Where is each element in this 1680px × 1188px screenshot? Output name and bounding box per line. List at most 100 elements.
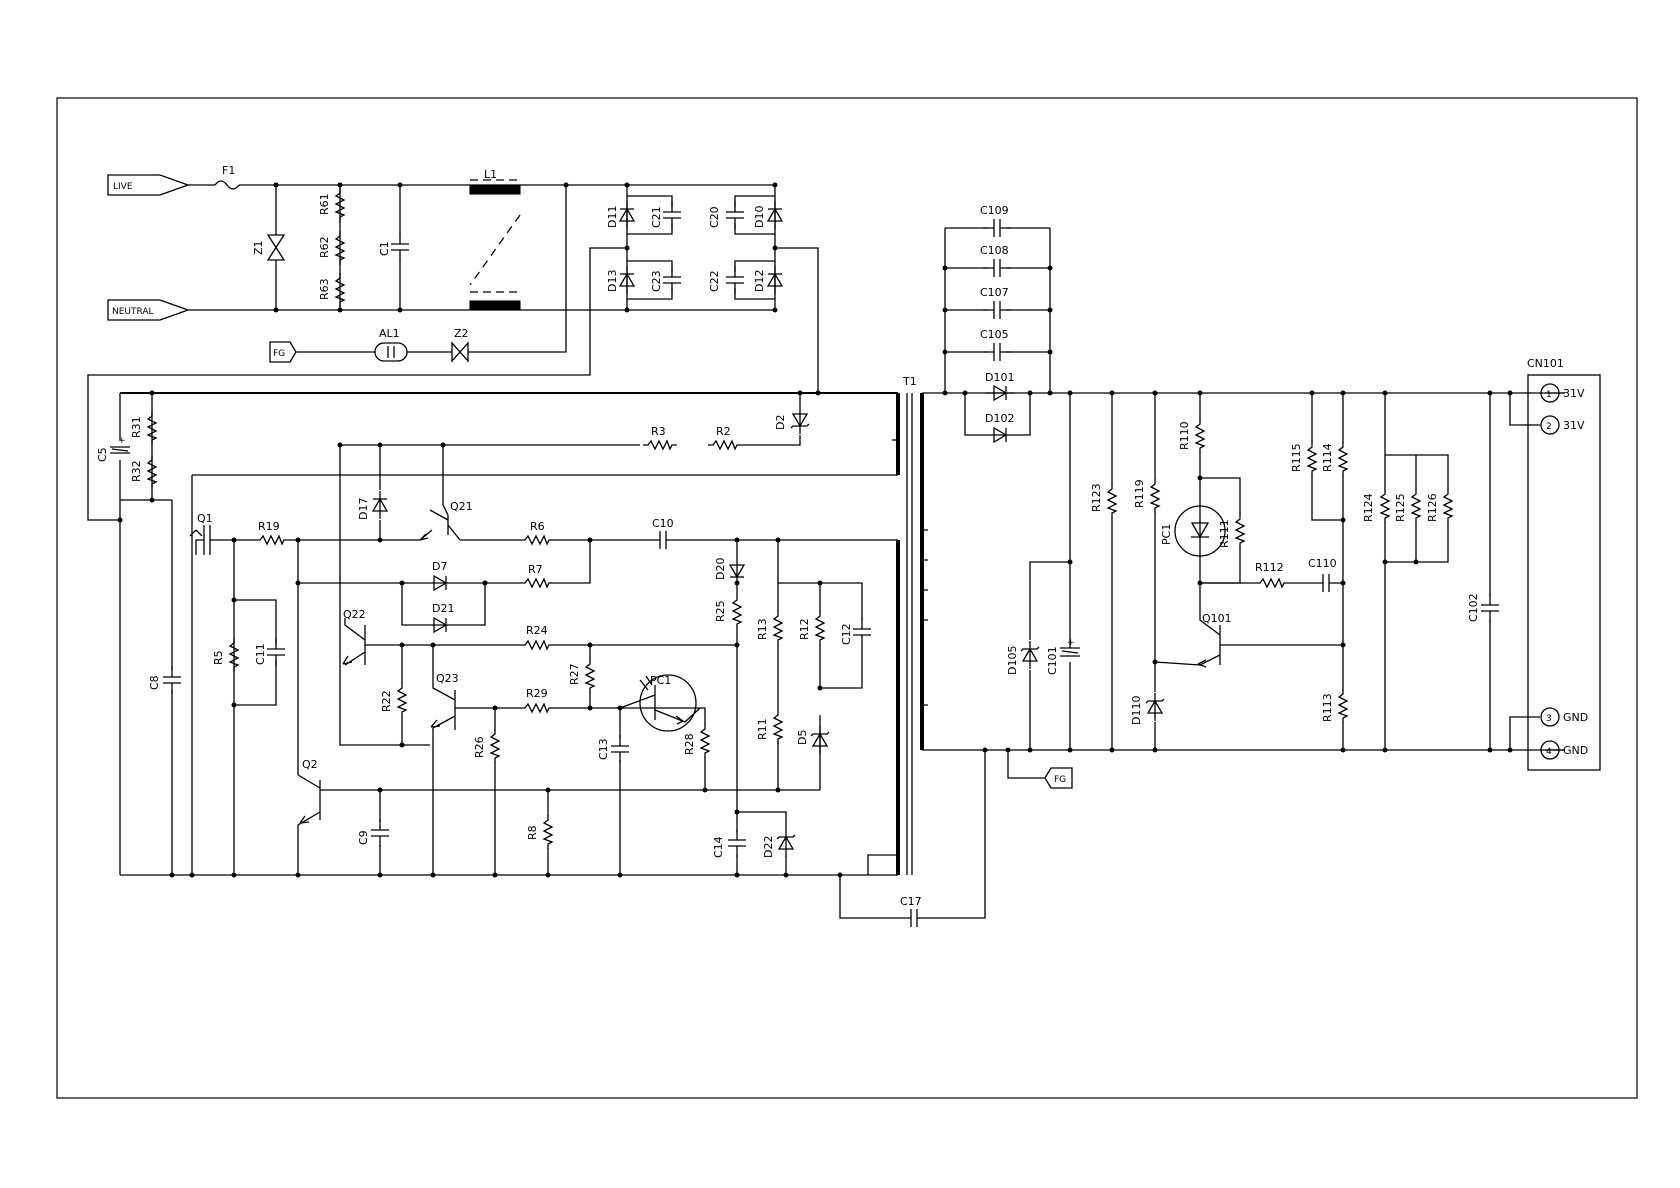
resistor-R12 (815, 610, 825, 646)
transistor-Q2 (297, 774, 820, 875)
svg-text:Q101: Q101 (1202, 612, 1232, 625)
drawing-frame (56, 97, 1638, 1099)
svg-text:D110: D110 (1130, 696, 1143, 725)
svg-text:R62: R62 (318, 236, 331, 258)
svg-text:R6: R6 (530, 520, 545, 533)
diode-D10 (767, 200, 783, 230)
resistor-R115 (1307, 441, 1317, 477)
mosfet-Q1 (189, 525, 234, 555)
svg-text:GND: GND (1563, 744, 1588, 757)
svg-text:R25: R25 (714, 600, 727, 622)
svg-text:R110: R110 (1178, 421, 1191, 450)
svg-text:D5: D5 (796, 730, 809, 745)
svg-text:T1: T1 (902, 375, 917, 388)
live-label: LIVE (113, 182, 133, 192)
svg-text:R29: R29 (526, 687, 548, 700)
svg-text:C102: C102 (1467, 593, 1480, 622)
svg-text:R123: R123 (1090, 483, 1103, 512)
svg-text:R27: R27 (568, 663, 581, 685)
transformer-T1: T1 (892, 375, 928, 875)
svg-text:C14: C14 (712, 836, 725, 858)
svg-text:D21: D21 (432, 602, 454, 615)
svg-text:Z1: Z1 (252, 240, 265, 255)
svg-text:C17: C17 (900, 895, 922, 908)
svg-text:R63: R63 (318, 278, 331, 300)
svg-text:+: + (118, 436, 126, 446)
capacitor-C14 (727, 828, 747, 858)
resistor-R28 (700, 723, 710, 759)
pin-1: 1 31V (1540, 383, 1585, 403)
svg-text:D13: D13 (606, 270, 619, 292)
svg-text:C107: C107 (980, 286, 1009, 299)
diode-D17 (372, 490, 388, 520)
resistor-R27 (585, 658, 595, 694)
capacitor-C11 (266, 637, 286, 667)
diode-D21 (425, 617, 455, 633)
svg-text:D22: D22 (762, 836, 775, 858)
resistor-R25 (732, 594, 742, 630)
fuse-F1 (214, 180, 240, 190)
svg-text:R26: R26 (473, 736, 486, 758)
svg-text:C23: C23 (650, 270, 663, 292)
svg-text:C12: C12 (840, 623, 853, 645)
svg-text:R125: R125 (1394, 493, 1407, 522)
transistor-Q101 (1154, 583, 1343, 668)
neutral-label: NEUTRAL (112, 307, 154, 317)
transistor-Q21 (419, 445, 461, 541)
resistor-R19 (254, 535, 290, 545)
svg-text:R28: R28 (683, 733, 696, 755)
resistor-R29 (519, 703, 555, 713)
resistor-R124 (1380, 488, 1390, 524)
diode-D11 (619, 200, 635, 230)
capacitor-C9 (370, 818, 390, 848)
svg-text:D2: D2 (774, 415, 787, 430)
svg-text:R19: R19 (258, 520, 280, 533)
resistor-R123 (1107, 483, 1117, 519)
diode-D101 (985, 385, 1015, 401)
svg-text:C20: C20 (708, 206, 721, 228)
resistor-R111 (1235, 513, 1245, 549)
resistor-R110 (1195, 418, 1205, 454)
capacitor-C110 (1311, 573, 1341, 593)
svg-text:Z2: Z2 (454, 327, 469, 340)
svg-text:FG: FG (273, 349, 285, 359)
svg-text:Q1: Q1 (197, 512, 213, 525)
capacitor-C22 (725, 265, 745, 295)
svg-text:PC1: PC1 (1160, 524, 1173, 545)
resistor-R3 (642, 440, 678, 450)
svg-text:R115: R115 (1290, 443, 1303, 472)
svg-text:C13: C13 (597, 738, 610, 760)
choke-L1 (469, 185, 521, 195)
svg-text:R13: R13 (756, 618, 769, 640)
resistor-R26 (490, 728, 500, 764)
svg-text:D101: D101 (985, 371, 1014, 384)
zener-D22 (776, 828, 796, 858)
svg-text:C1: C1 (378, 241, 391, 256)
capacitor-C20 (725, 200, 745, 230)
svg-text:C10: C10 (652, 517, 674, 530)
svg-text:D17: D17 (357, 498, 370, 520)
svg-text:R32: R32 (130, 460, 143, 482)
svg-text:R31: R31 (130, 416, 143, 438)
svg-text:C22: C22 (708, 270, 721, 292)
connector-CN101: CN101 1 31V 2 31V 3 GND 4 GND (1527, 357, 1601, 771)
input-section: LIVE NEUTRAL F1 Z1 R61 R62 R63 C1 (87, 164, 819, 521)
diode-D7 (425, 575, 455, 591)
svg-text:C101: C101 (1046, 646, 1059, 675)
capacitor-C107 (982, 300, 1012, 320)
svg-text:C21: C21 (650, 206, 663, 228)
svg-text:C108: C108 (980, 244, 1009, 257)
resistor-R125 (1411, 488, 1421, 524)
resistor-R6 (519, 535, 555, 545)
svg-text:R7: R7 (528, 563, 543, 576)
resistor-R2 (707, 440, 743, 450)
varistor-Z1 (266, 234, 286, 261)
svg-text:C11: C11 (254, 643, 267, 665)
capacitor-C108 (982, 258, 1012, 278)
svg-text:C109: C109 (980, 204, 1009, 217)
varistor-Z2 (451, 341, 469, 363)
svg-text:D10: D10 (753, 206, 766, 228)
resistor-R119 (1150, 478, 1160, 514)
pin-4: 4 GND (1540, 740, 1588, 760)
